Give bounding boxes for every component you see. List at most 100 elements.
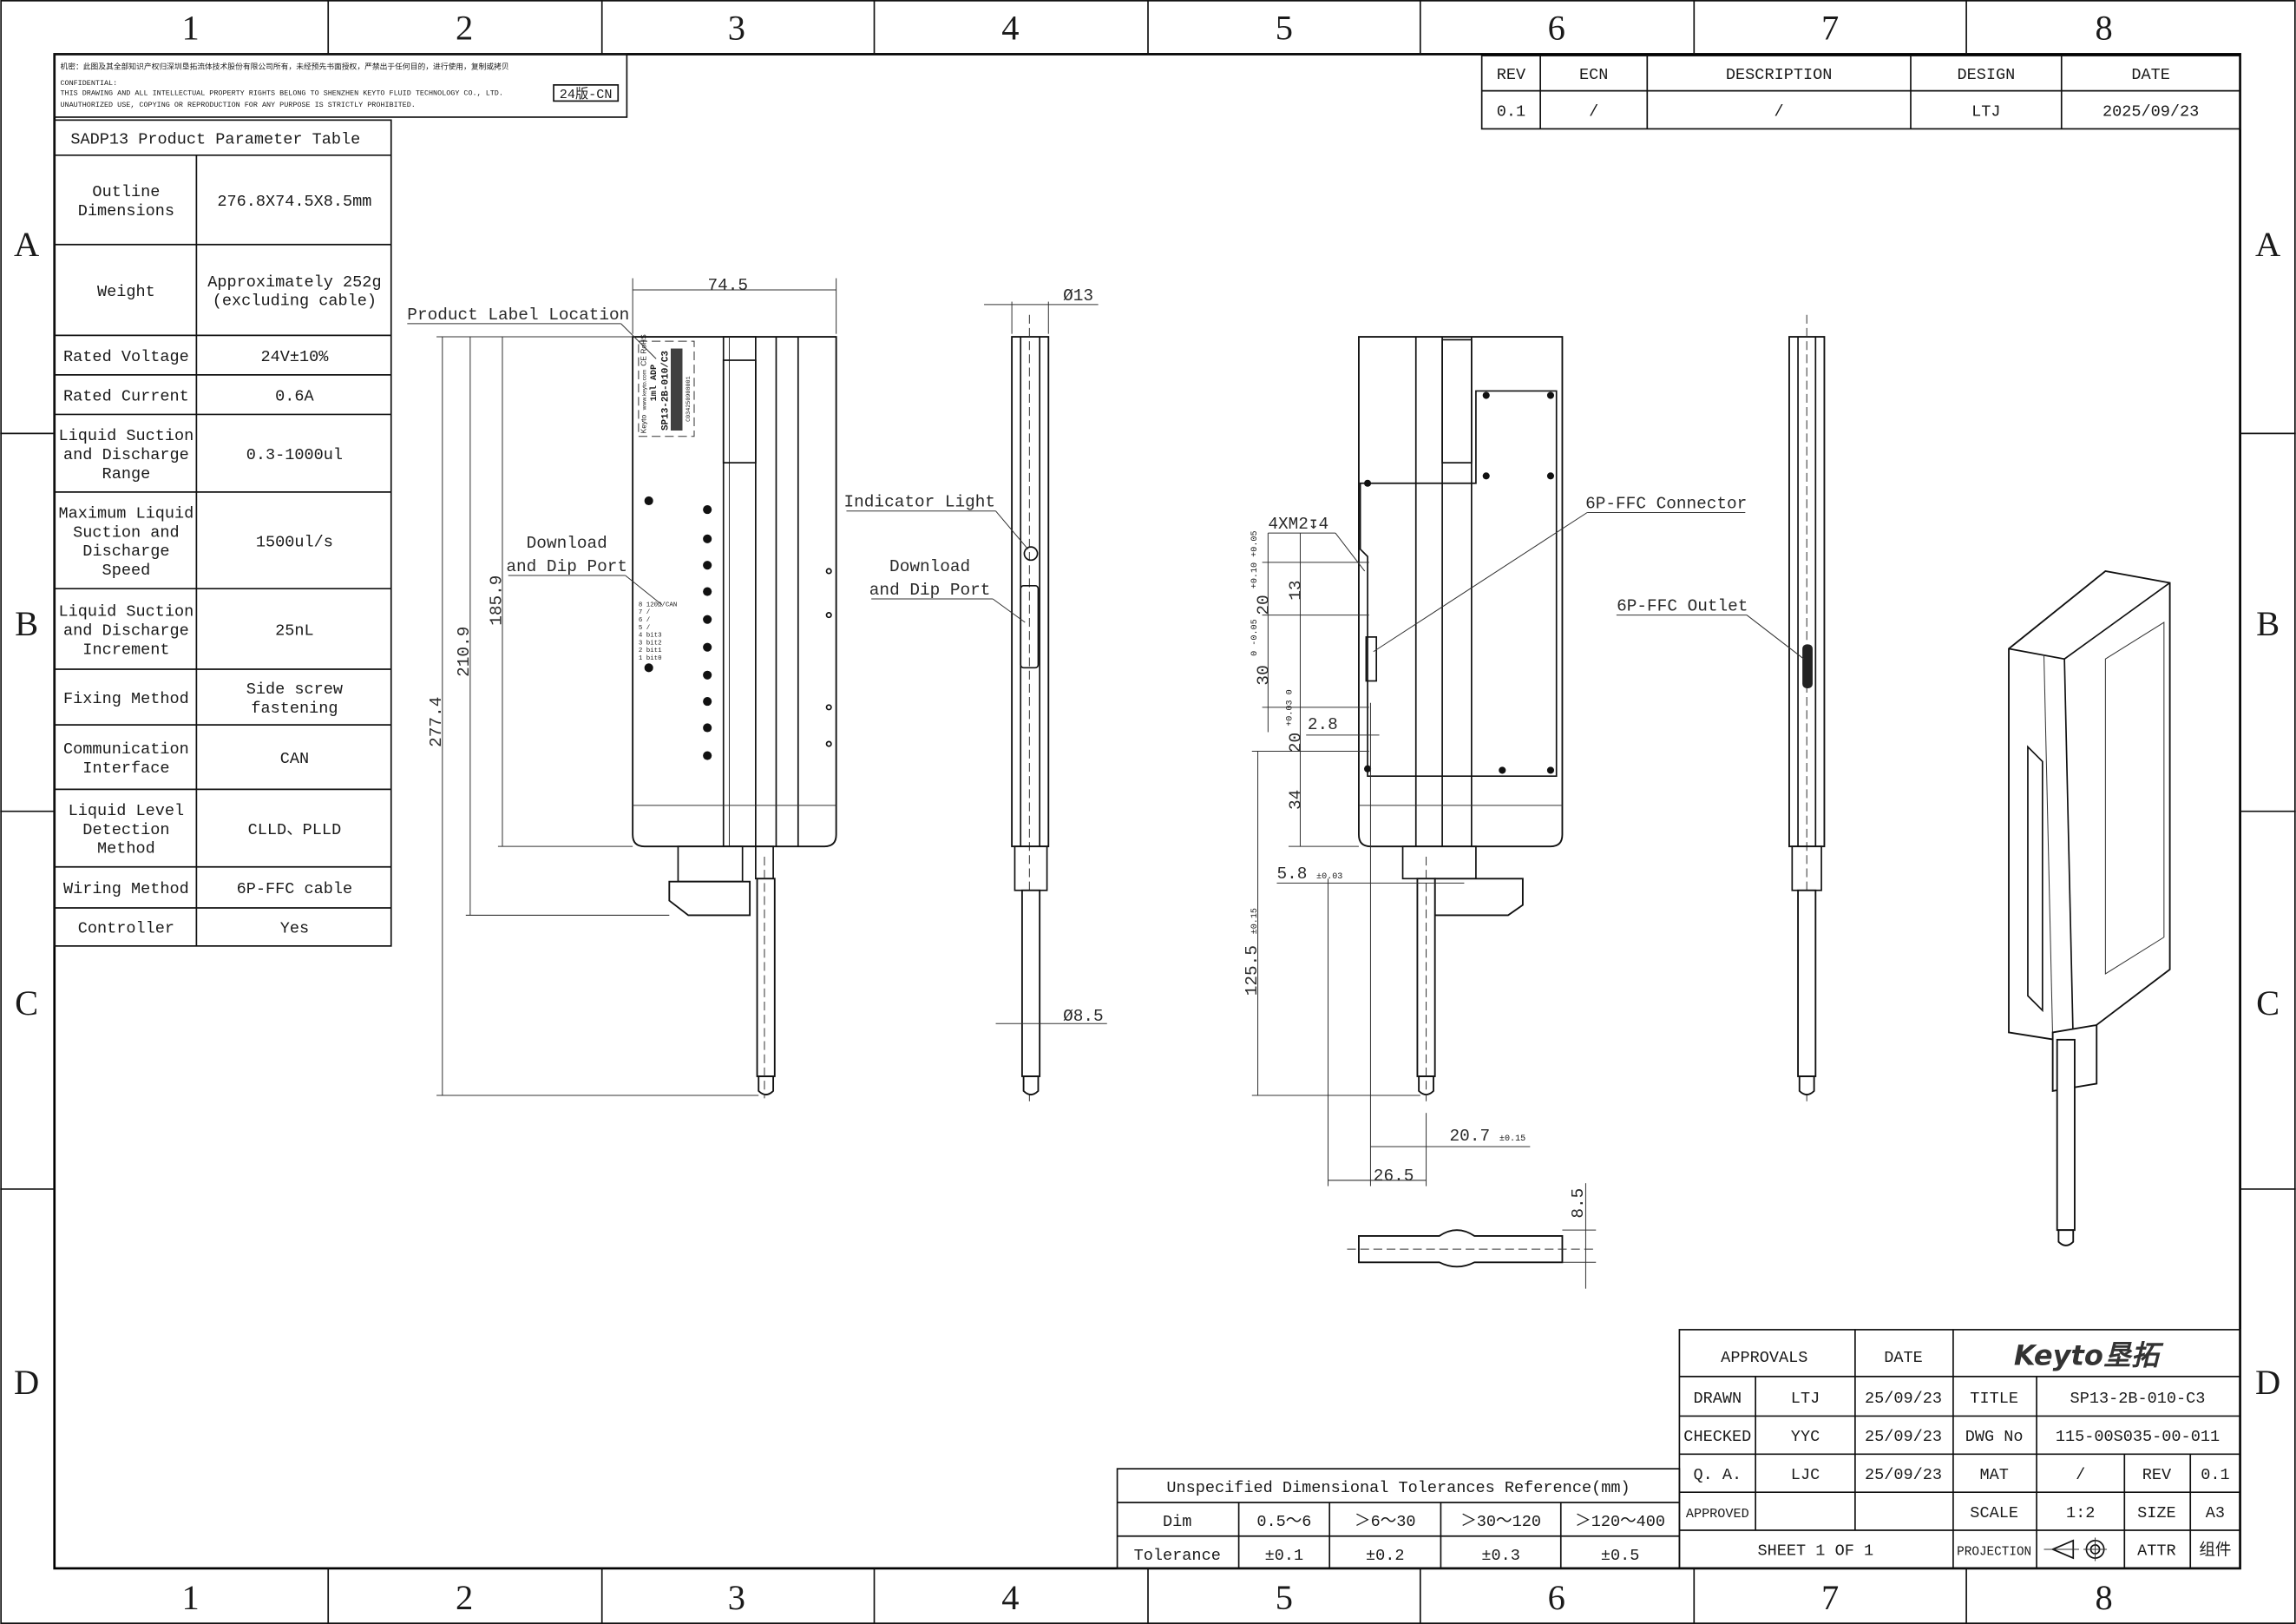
zone-column-label: 6 [1548,1578,1565,1617]
screw-hole [1546,766,1555,774]
parameter-value: 276.8X74.5X8.5mm [217,193,371,211]
zone-column-label: 7 [1821,9,1839,48]
parameter-label: Outline [92,183,160,201]
title-label: TITLE [1970,1390,2018,1408]
zone-column-label: 5 [1276,9,1293,48]
parameter-value: 1500ul/s [256,533,333,551]
dip-switch-label: 8 120Ω/CAN [639,602,677,608]
tolerance-dim-label: Dim [1163,1513,1191,1531]
dwg-number: 115-00S035-00-011 [2056,1428,2220,1446]
drawing-title: SP13-2B-010-C3 [2070,1390,2206,1408]
tolerance-range: 0.5～6 [1256,1513,1311,1531]
annotation-ffc-outlet: 6P-FFC Outlet [1617,597,1748,616]
screw-hole [1499,766,1506,774]
zone-row-label: B [2256,604,2280,643]
revision-cell: 2025/09/23 [2102,102,2199,121]
annotation-download-front-2: and Dip Port [506,557,627,576]
parameter-label: Communication [63,740,189,759]
zone-column-label: 3 [728,1578,745,1617]
zone-column-label: 2 [456,1578,473,1617]
title-block: APPROVALS DATE Keyto垦拓 DRAWN LTJ 25/09/2… [1678,1329,2241,1569]
zone-row-label: C [2256,983,2280,1022]
zone-column-label: 4 [1001,9,1019,48]
rev-value: 0.1 [2201,1466,2229,1484]
side-view-right: 6P-FFC Outlet [1616,314,1826,1106]
keyto-logo: Keyto垦拓 [2014,1338,2164,1371]
dim-diameter-top: Ø13 [1063,286,1093,306]
annotation-product-label: Product Label Location [407,306,629,325]
screw-hole [644,496,653,506]
revision-header: DATE [2131,66,2170,84]
isometric-view [2008,569,2171,1246]
zone-column-label: 6 [1548,9,1565,48]
tolerance-value: ±0.3 [1481,1547,1520,1565]
tolerance-value: ±0.1 [1265,1547,1304,1565]
dim-20a-tol: +0.10 +0.05 [1250,530,1260,588]
dim-bracket-height: 210.9 [455,627,474,677]
zone-row-label: A [2255,225,2280,264]
annotation-ffc-connector: 6P-FFC Connector [1585,494,1747,513]
drawn-date: 25/09/23 [1865,1390,1942,1408]
zone-row-label: D [2255,1363,2280,1402]
parameter-label: Fixing Method [63,690,189,708]
parameter-value: Side screw [246,681,343,699]
back-view: 4XM2↧4 20 +0.10 +0.05 13 30 0 -0.05 20 +… [1243,336,1747,1187]
dip-switch-label: 6 / [639,617,651,624]
parameter-value: 6P-FFC cable [237,880,353,898]
mat-value: / [2076,1466,2085,1484]
screw-hole [1546,472,1555,480]
parameter-label: Suction and [73,523,179,542]
parameter-label: Rated Voltage [63,348,189,366]
approvals-header: APPROVALS [1721,1349,1807,1367]
hole [825,612,832,619]
projection-label: PROJECTION [1957,1546,2031,1560]
parameter-label: Weight [97,283,155,301]
parameter-label: Discharge [82,542,169,561]
parameter-label: Detection [82,821,169,839]
checked-label: CHECKED [1683,1428,1751,1446]
parameter-label: Wiring Method [63,880,189,898]
revision-cell: LTJ [1971,102,2000,121]
parameter-label: Liquid Suction [58,427,194,445]
bottom-view: 8.5 [1347,1183,1597,1289]
scale-label: SCALE [1970,1504,2018,1522]
zone-row-label: B [15,604,38,643]
annotation-download-side-2: and Dip Port [869,581,991,600]
drawn-label: DRAWN [1693,1390,1742,1408]
dim-body-height: 185.9 [487,575,506,626]
dim-20b-tol: +0.03 0 [1285,689,1295,726]
screw-hole [1546,391,1555,399]
screw-hole [1364,479,1372,487]
label-cert: CE RoHS [639,334,647,366]
screw-hole [703,534,712,543]
dip-switch-label: 2 bit1 [639,648,662,654]
zone-column-label: 1 [182,9,200,48]
zone-column-label: 8 [2096,1578,2113,1617]
parameter-label: Maximum Liquid [58,504,194,523]
zone-row-label: D [14,1363,39,1402]
dim-width: 74.5 [708,276,749,295]
drawn-name: LTJ [1791,1390,1820,1408]
label-product: 1ml ADP [649,365,659,401]
parameter-value: CAN [280,750,309,768]
parameter-label: and Discharge [63,446,189,464]
dim-30-tol: 0 -0.05 [1250,619,1260,655]
sheet-number: SHEET 1 OF 1 [1758,1542,1874,1561]
revision-cell: / [1589,102,1598,121]
screw-hole [703,751,712,760]
dim-20-7: 20.7 [1450,1127,1491,1146]
tolerance-value: ±0.5 [1601,1547,1640,1565]
dim-20a: 20 [1254,595,1273,615]
annotation-screw: 4XM2↧4 [1268,515,1328,534]
barcode [671,348,683,431]
parameter-table-title: SADP13 Product Parameter Table [70,130,360,148]
zone-column-label: 2 [456,9,473,48]
dim-26-5: 26.5 [1374,1167,1414,1186]
scale-value: 1:2 [2066,1504,2095,1522]
size-value: A3 [2206,1504,2225,1522]
screw-hole [703,642,712,652]
attr-value: 组件 [2199,1542,2231,1560]
revision-cell: 0.1 [1497,102,1525,121]
